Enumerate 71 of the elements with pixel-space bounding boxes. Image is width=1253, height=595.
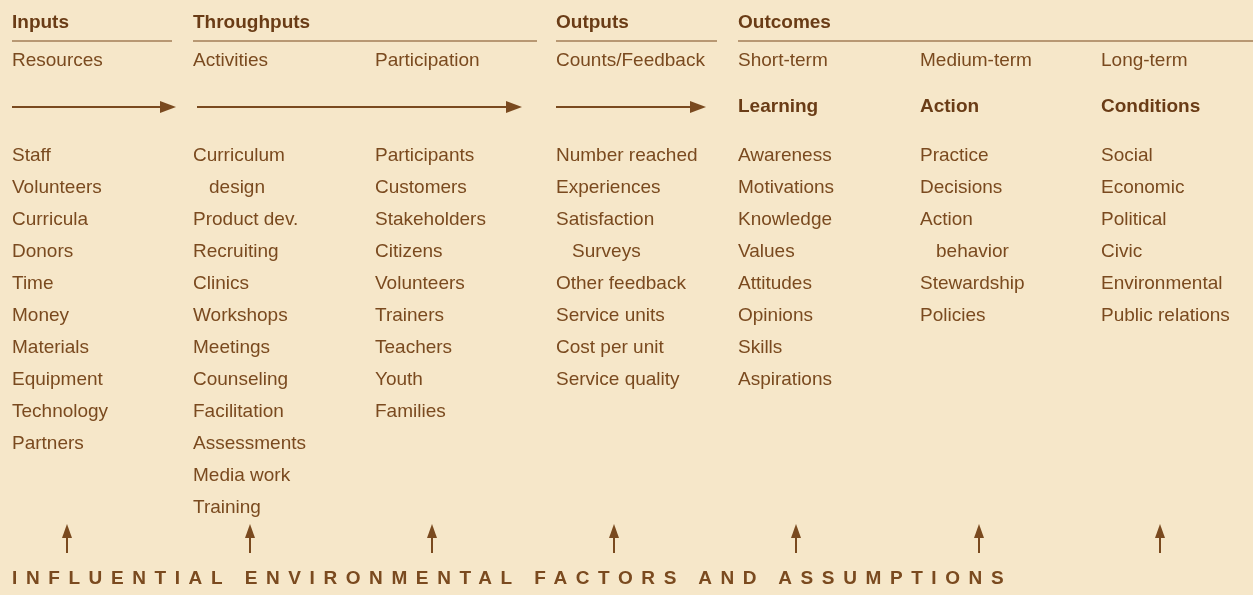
list-item: Volunteers (375, 271, 465, 295)
list-item: Materials (12, 335, 90, 359)
list-item: Action behavior (920, 207, 1010, 263)
column-heading: Short-term (738, 48, 828, 72)
list-item: Civic (1101, 239, 1143, 263)
column-heading: Counts/Feedback (556, 48, 705, 72)
list-item: Equipment (12, 367, 103, 391)
list-item: Money (12, 303, 70, 327)
list-item: Participants (375, 143, 475, 167)
list-item: Attitudes (738, 271, 812, 295)
list-item: Media work (193, 463, 291, 487)
column-heading: Participation (375, 48, 480, 72)
list-item: Policies (920, 303, 986, 327)
footer-text: INFLUENTIAL ENVIRONMENTAL FACTORS AND ASSUMPTIONS (12, 566, 1013, 590)
list-item: Trainers (375, 303, 444, 327)
column-heading: Medium-term (920, 48, 1032, 72)
list-item: Practice (920, 143, 989, 167)
list-item: Values (738, 239, 795, 263)
list-item: Donors (12, 239, 74, 263)
list-item: Meetings (193, 335, 271, 359)
list-item: Service quality (556, 367, 680, 391)
list-item: Technology (12, 399, 109, 423)
list-item: Social (1101, 143, 1153, 167)
list-item: Economic (1101, 175, 1185, 199)
list-item: Partners (12, 431, 84, 455)
list-item: Public relations (1101, 303, 1230, 327)
section-heading: Throughputs (193, 10, 311, 34)
list-item: Decisions (920, 175, 1003, 199)
column-heading: Resources (12, 48, 103, 72)
list-item: Curriculum design (193, 143, 286, 199)
list-item: Experiences (556, 175, 661, 199)
section-heading: Inputs (12, 10, 69, 34)
section-heading: Outcomes (738, 10, 831, 34)
list-item: Service units (556, 303, 665, 327)
category-heading: Learning (738, 94, 819, 118)
list-item: Curricula (12, 207, 89, 231)
list-item: Aspirations (738, 367, 832, 391)
list-item: Training (193, 495, 261, 519)
column-heading: Long-term (1101, 48, 1188, 72)
list-item: Teachers (375, 335, 453, 359)
list-item: Awareness (738, 143, 832, 167)
section-heading: Outputs (556, 10, 629, 34)
list-item: Product dev. (193, 207, 299, 231)
list-item: Satisfaction Surveys (556, 207, 656, 263)
list-item: Knowledge (738, 207, 833, 231)
list-item: Facilitation (193, 399, 284, 423)
list-item: Environmental (1101, 271, 1223, 295)
list-item: Citizens (375, 239, 443, 263)
list-item: Other feedback (556, 271, 686, 295)
list-item: Staff (12, 143, 51, 167)
list-item: Number reached (556, 143, 698, 167)
list-item: Cost per unit (556, 335, 664, 359)
list-item: Motivations (738, 175, 835, 199)
list-item: Opinions (738, 303, 813, 327)
list-item: Assessments (193, 431, 306, 455)
column-heading: Activities (193, 48, 268, 72)
list-item: Recruiting (193, 239, 279, 263)
category-heading: Action (920, 94, 980, 118)
list-item: Workshops (193, 303, 288, 327)
list-item: Volunteers (12, 175, 102, 199)
list-item: Stewardship (920, 271, 1025, 295)
list-item: Youth (375, 367, 423, 391)
list-item: Political (1101, 207, 1167, 231)
list-item: Stakeholders (375, 207, 486, 231)
list-item: Clinics (193, 271, 249, 295)
list-item: Skills (738, 335, 783, 359)
category-heading: Conditions (1101, 94, 1201, 118)
list-item: Time (12, 271, 54, 295)
list-item: Customers (375, 175, 467, 199)
list-item: Counseling (193, 367, 289, 391)
list-item: Families (375, 399, 446, 423)
